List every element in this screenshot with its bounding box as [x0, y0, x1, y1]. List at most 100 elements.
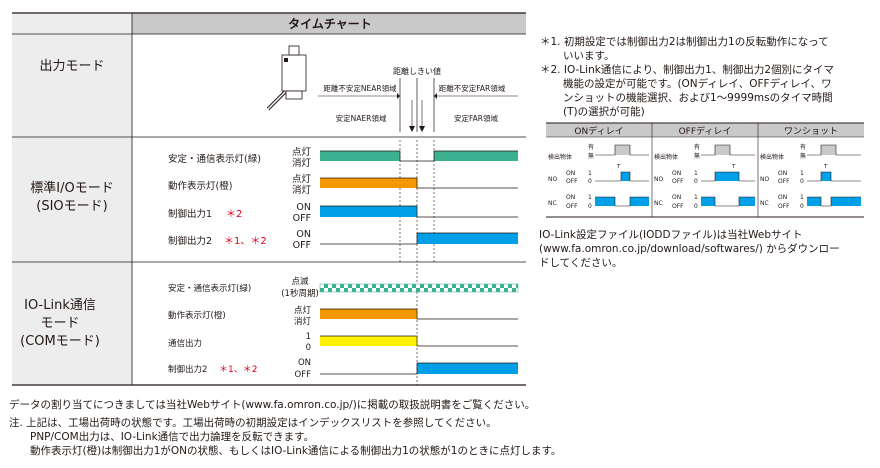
- stable-far-label: 安定FAR領域: [454, 113, 498, 123]
- svg-text:0: 0: [588, 178, 592, 185]
- svg-text:ON: ON: [778, 194, 787, 201]
- row-output-mode: 出力モード: [39, 59, 104, 74]
- svg-text:通信出力: 通信出力: [168, 338, 202, 349]
- timing-guides: [399, 140, 435, 385]
- svg-text:(1秒周期): (1秒周期): [281, 288, 319, 299]
- svg-text:検出物体: 検出物体: [654, 153, 678, 161]
- signal-iolink-comm-output: 通信出力 1 0: [168, 332, 518, 353]
- svg-text:消灯: 消灯: [292, 184, 312, 196]
- svg-text:T: T: [616, 164, 621, 170]
- unstable-far-label: 距離不安定FAR領域: [439, 83, 506, 93]
- chart-frame: [12, 12, 526, 386]
- svg-text:消灯: 消灯: [294, 316, 312, 327]
- svg-text:無: 無: [694, 152, 700, 160]
- svg-text:1: 1: [588, 170, 592, 177]
- bottom-note-pnp-com: PNP/COM出力は、IO-Link通信で出力論理を反転できます。: [30, 431, 315, 443]
- footnote-2-line4: (T)の選択が可能): [563, 106, 645, 118]
- svg-text:OFF: OFF: [295, 370, 312, 380]
- timer-cell-one-shot: 検出物体 有 無 NO ON OFF 1 0 T NC ON OFF 1 0: [760, 143, 861, 210]
- bottom-note-factory-state: 注. 上記は、工場出荷時の状態です。工場出荷時の初期設定はインデックスリストを参…: [9, 417, 497, 429]
- bottom-note-operation-indicator: 動作表示灯(橙)は制御出力1がONの状態、もしくはIO-Link通信による制御出…: [30, 445, 562, 457]
- svg-text:0: 0: [306, 343, 311, 353]
- svg-text:NC: NC: [760, 200, 769, 207]
- svg-text:ON: ON: [672, 170, 681, 177]
- col-one-shot: ワンショット: [784, 127, 838, 137]
- timer-cell-off-delay: 検出物体 有 無 NO ON OFF 1 0 T NC ON OFF 1 0: [654, 143, 755, 210]
- svg-text:T: T: [823, 164, 828, 170]
- svg-text:有: 有: [588, 143, 594, 151]
- svg-text:＊1、＊2: ＊1、＊2: [224, 236, 267, 247]
- sensor-illustration: [266, 45, 307, 111]
- signal-std-operation-indicator: 動作表示灯(橙) 点灯 消灯: [168, 174, 518, 196]
- svg-text:0: 0: [694, 203, 698, 210]
- bottom-note-data-allocation: データの割り当てにつきましては当社Webサイト(www.fa.omron.co.…: [9, 399, 536, 411]
- timing-chart: タイムチャート 出力モード 標準I/Oモード (SIOモード) IO-Link通…: [12, 12, 526, 386]
- signal-std-control-output-1: 制御出力1 ＊2 ON OFF: [168, 202, 518, 224]
- svg-text:OFF: OFF: [672, 203, 684, 210]
- svg-text:＊2: ＊2: [226, 209, 242, 220]
- svg-text:ON: ON: [566, 194, 575, 201]
- svg-text:制御出力2: 制御出力2: [168, 364, 207, 375]
- svg-text:1: 1: [800, 194, 804, 201]
- signal-std-stable-indicator: 安定・通信表示灯(緑) 点灯 消灯: [168, 147, 518, 169]
- footnote-1-line2: いいます。: [563, 50, 615, 62]
- svg-text:NO: NO: [548, 176, 557, 183]
- signal-iolink-operation-indicator: 動作表示灯(橙) 点灯 消灯: [168, 305, 518, 327]
- col-off-delay: OFFディレイ: [679, 125, 732, 137]
- svg-text:＊1、＊2: ＊1、＊2: [219, 365, 257, 375]
- svg-text:ON: ON: [566, 170, 575, 177]
- svg-text:0: 0: [694, 178, 698, 185]
- svg-text:点灯: 点灯: [292, 174, 312, 185]
- svg-text:ON: ON: [778, 170, 787, 177]
- svg-text:動作表示灯(橙): 動作表示灯(橙): [168, 310, 226, 321]
- svg-text:無: 無: [588, 152, 594, 160]
- svg-text:1: 1: [800, 170, 804, 177]
- svg-text:動作表示灯(橙): 動作表示灯(橙): [168, 180, 232, 192]
- svg-text:点灯: 点灯: [292, 147, 312, 158]
- svg-text:ON: ON: [296, 202, 311, 213]
- footnote-1-line1: ＊1. 初期設定では制御出力2は制御出力1の反転動作になって: [540, 36, 829, 48]
- unstable-near-label: 距離不安定NEAR領域: [323, 83, 397, 93]
- svg-text:NC: NC: [654, 200, 663, 207]
- svg-text:無: 無: [800, 152, 806, 160]
- svg-text:検出物体: 検出物体: [760, 153, 784, 161]
- row-iolink-line3: (COMモード): [20, 334, 100, 349]
- signal-iolink-stable-indicator: 安定・通信表示灯(緑) 点滅 (1秒周期): [168, 276, 519, 299]
- svg-text:安定・通信表示灯(緑): 安定・通信表示灯(緑): [168, 283, 251, 294]
- svg-text:安定・通信表示灯(緑): 安定・通信表示灯(緑): [168, 153, 261, 165]
- col-on-delay: ONディレイ: [574, 125, 623, 137]
- threshold-label: 距離しきい値: [393, 66, 441, 76]
- svg-text:0: 0: [800, 203, 804, 210]
- signal-iolink-control-output-2: 制御出力2 ＊1、＊2 ON OFF: [168, 358, 518, 380]
- svg-text:OFF: OFF: [293, 213, 311, 224]
- chart-title: タイムチャート: [288, 17, 372, 31]
- svg-text:NC: NC: [548, 200, 557, 207]
- row-iolink-line1: IO-Link通信: [24, 298, 96, 313]
- svg-text:消灯: 消灯: [292, 157, 312, 169]
- timer-cell-on-delay: 検出物体 有 無 NO ON OFF 1 0 T NC ON OFF 1 0: [548, 143, 649, 210]
- svg-text:1: 1: [588, 194, 592, 201]
- iodd-note-line1: IO-Link設定ファイル(IODDファイル)は当社Webサイト: [539, 229, 803, 241]
- svg-text:ON: ON: [298, 358, 311, 368]
- svg-text:NO: NO: [654, 176, 663, 183]
- svg-text:OFF: OFF: [778, 203, 790, 210]
- svg-text:OFF: OFF: [566, 203, 578, 210]
- svg-text:1: 1: [306, 332, 311, 342]
- svg-text:T: T: [731, 164, 736, 170]
- iodd-note-line2: (www.fa.omron.co.jp/download/softwares/)…: [539, 243, 840, 255]
- svg-text:検出物体: 検出物体: [548, 153, 572, 161]
- footnote-2-line3: ンショットの機能選択、および1～9999msのタイマ時間: [563, 92, 833, 104]
- distance-zones: 距離しきい値 距離不安定NEAR領域 距離不安定FAR領域 安定NAER領域 安…: [318, 66, 518, 132]
- svg-text:OFF: OFF: [778, 178, 790, 185]
- svg-text:制御出力1: 制御出力1: [168, 208, 212, 220]
- svg-text:ON: ON: [672, 194, 681, 201]
- footnote-2-line1: ＊2. IO-Link通信により、制御出力1、制御出力2個別にタイマ: [540, 64, 835, 76]
- svg-text:0: 0: [800, 178, 804, 185]
- signal-std-control-output-2: 制御出力2 ＊1、＊2 ON OFF: [168, 229, 518, 251]
- row-standard-io-line2: (SIOモード): [36, 199, 107, 214]
- footnote-2-line2: 機能の設定が可能です。(ONディレイ、OFFディレイ、ワ: [563, 78, 832, 90]
- svg-text:有: 有: [694, 143, 700, 151]
- svg-text:OFF: OFF: [566, 178, 578, 185]
- row-iolink-line2: モード: [40, 316, 79, 331]
- svg-text:有: 有: [800, 143, 806, 151]
